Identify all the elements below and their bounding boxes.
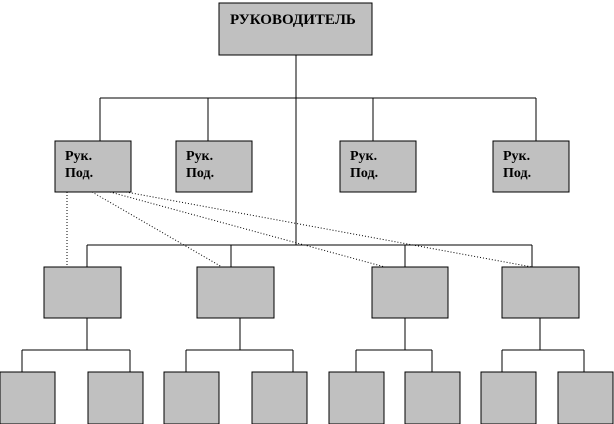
worker-node-6 — [404, 371, 461, 424]
worker-node-1 — [0, 371, 56, 424]
deputy-3-line1: Рук. — [350, 149, 377, 164]
deputy-1-line1: Рук. — [65, 149, 92, 164]
manager-node-4 — [501, 266, 580, 319]
worker-node-7 — [480, 371, 537, 424]
manager-node-3 — [371, 266, 449, 319]
deputy-4-line2: Под. — [503, 166, 531, 181]
worker-node-4 — [251, 371, 308, 424]
worker-node-3 — [163, 371, 220, 424]
deputy-node-4: Рук. Под. — [492, 140, 570, 193]
managers-to-workers-connectors — [21, 318, 585, 372]
deputy-node-3: Рук. Под. — [339, 140, 417, 193]
deputy-2-line1: Рук. — [186, 149, 213, 164]
worker-node-5 — [328, 371, 385, 424]
head-to-deputies-connectors — [99, 55, 537, 141]
head-title: РУКОВОДИТЕЛЬ — [230, 12, 356, 28]
head-to-managers-connectors — [86, 98, 533, 267]
functional-dotted-links — [66, 191, 533, 268]
deputy-3-line2: Под. — [350, 166, 378, 181]
head-node: РУКОВОДИТЕЛЬ — [218, 2, 373, 56]
deputy-4-line1: Рук. — [503, 149, 530, 164]
worker-node-2 — [87, 371, 144, 424]
worker-node-8 — [557, 371, 614, 424]
deputy-2-line2: Под. — [186, 166, 214, 181]
manager-node-1 — [43, 266, 122, 319]
deputy-1-line2: Под. — [65, 166, 93, 181]
deputy-node-1: Рук. Под. — [54, 140, 132, 193]
manager-node-2 — [196, 266, 275, 319]
deputy-node-2: Рук. Под. — [175, 140, 253, 193]
